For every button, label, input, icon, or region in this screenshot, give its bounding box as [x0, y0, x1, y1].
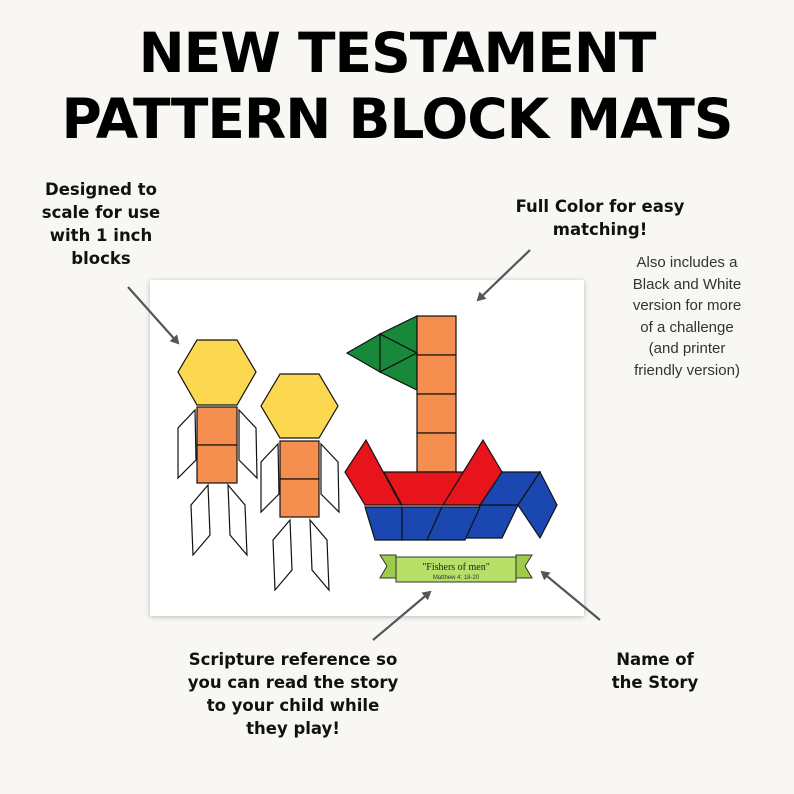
callout-name-line: Name of [616, 650, 694, 669]
arrow-to-scripture [372, 590, 432, 641]
callout-scale-line: blocks [71, 249, 131, 268]
mast-square [416, 393, 457, 434]
mast-square [416, 432, 457, 473]
callout-scripture-line: Scripture reference so [188, 650, 398, 669]
callout-bw: Also includes a Black and White version … [604, 252, 770, 381]
callout-bw-line: Black and White [632, 275, 742, 293]
callout-bw-line: friendly version) [634, 361, 740, 379]
callout-bw-line: Also includes a [636, 254, 738, 271]
fisherman-2-left-arm-rhombus [260, 442, 280, 514]
callout-scripture: Scripture reference so you can read the … [168, 648, 418, 740]
title-line-2: PATTERN BLOCK MATS [61, 87, 733, 151]
callout-scripture-line: to your child while [206, 696, 380, 715]
hull-blue-rhombus [364, 506, 403, 541]
mast-square [416, 315, 457, 356]
story-banner [379, 554, 533, 583]
banner-reference: Matthew 4: 18-20 [433, 575, 480, 581]
callout-name: Name of the Story [590, 648, 720, 694]
callout-scripture-line: they play! [246, 719, 340, 738]
fisherman-1-left-arm-rhombus [177, 408, 197, 480]
fisherman-2-head-hexagon [260, 373, 339, 439]
hull-red-trapezoid [344, 438, 403, 506]
banner-title: "Fishers of men" [422, 562, 490, 573]
arrow-to-story-name [540, 570, 601, 621]
title-line-1: NEW TESTAMENT [138, 21, 657, 85]
fisherman-2-right-arm-rhombus [320, 442, 340, 514]
callout-scale-line: scale for use [41, 203, 161, 222]
hull-blue-rhombus [426, 506, 481, 541]
callout-scale-line: with 1 inch [49, 226, 153, 245]
mast-square [416, 354, 457, 395]
callout-scale: Designed to scale for use with 1 inch bl… [22, 178, 180, 270]
callout-bw-line: (and printer [648, 340, 726, 357]
sail-triangle [345, 332, 381, 374]
fisherman-1-body-square [196, 444, 238, 484]
fisherman-1-right-arm-rhombus [238, 408, 258, 480]
arrow-to-fisherman [127, 286, 180, 345]
callout-name-line: the Story [611, 673, 699, 692]
arrow-to-mast [476, 249, 531, 302]
callout-bw-line: of a challenge [640, 318, 734, 336]
fisherman-1-body-square [196, 406, 238, 446]
callout-color-line: matching! [552, 220, 648, 239]
fisherman-2-right-leg-rhombus [309, 518, 330, 592]
hull-blue-rhombus [517, 470, 558, 540]
callout-color-line: Full Color for easy [515, 197, 685, 216]
fisherman-1-head-hexagon [177, 339, 257, 406]
fisherman-2-body-square [279, 478, 320, 518]
callout-color: Full Color for easy matching! [490, 195, 710, 241]
fisherman-2-left-leg-rhombus [272, 518, 293, 592]
fisherman-1-left-leg-rhombus [190, 483, 211, 557]
fisherman-2-body-square [279, 440, 320, 480]
callout-scripture-line: you can read the story [187, 673, 399, 692]
callout-scale-line: Designed to [45, 180, 157, 199]
fisherman-1-right-leg-rhombus [227, 483, 248, 557]
callout-bw-line: version for more [632, 297, 742, 314]
